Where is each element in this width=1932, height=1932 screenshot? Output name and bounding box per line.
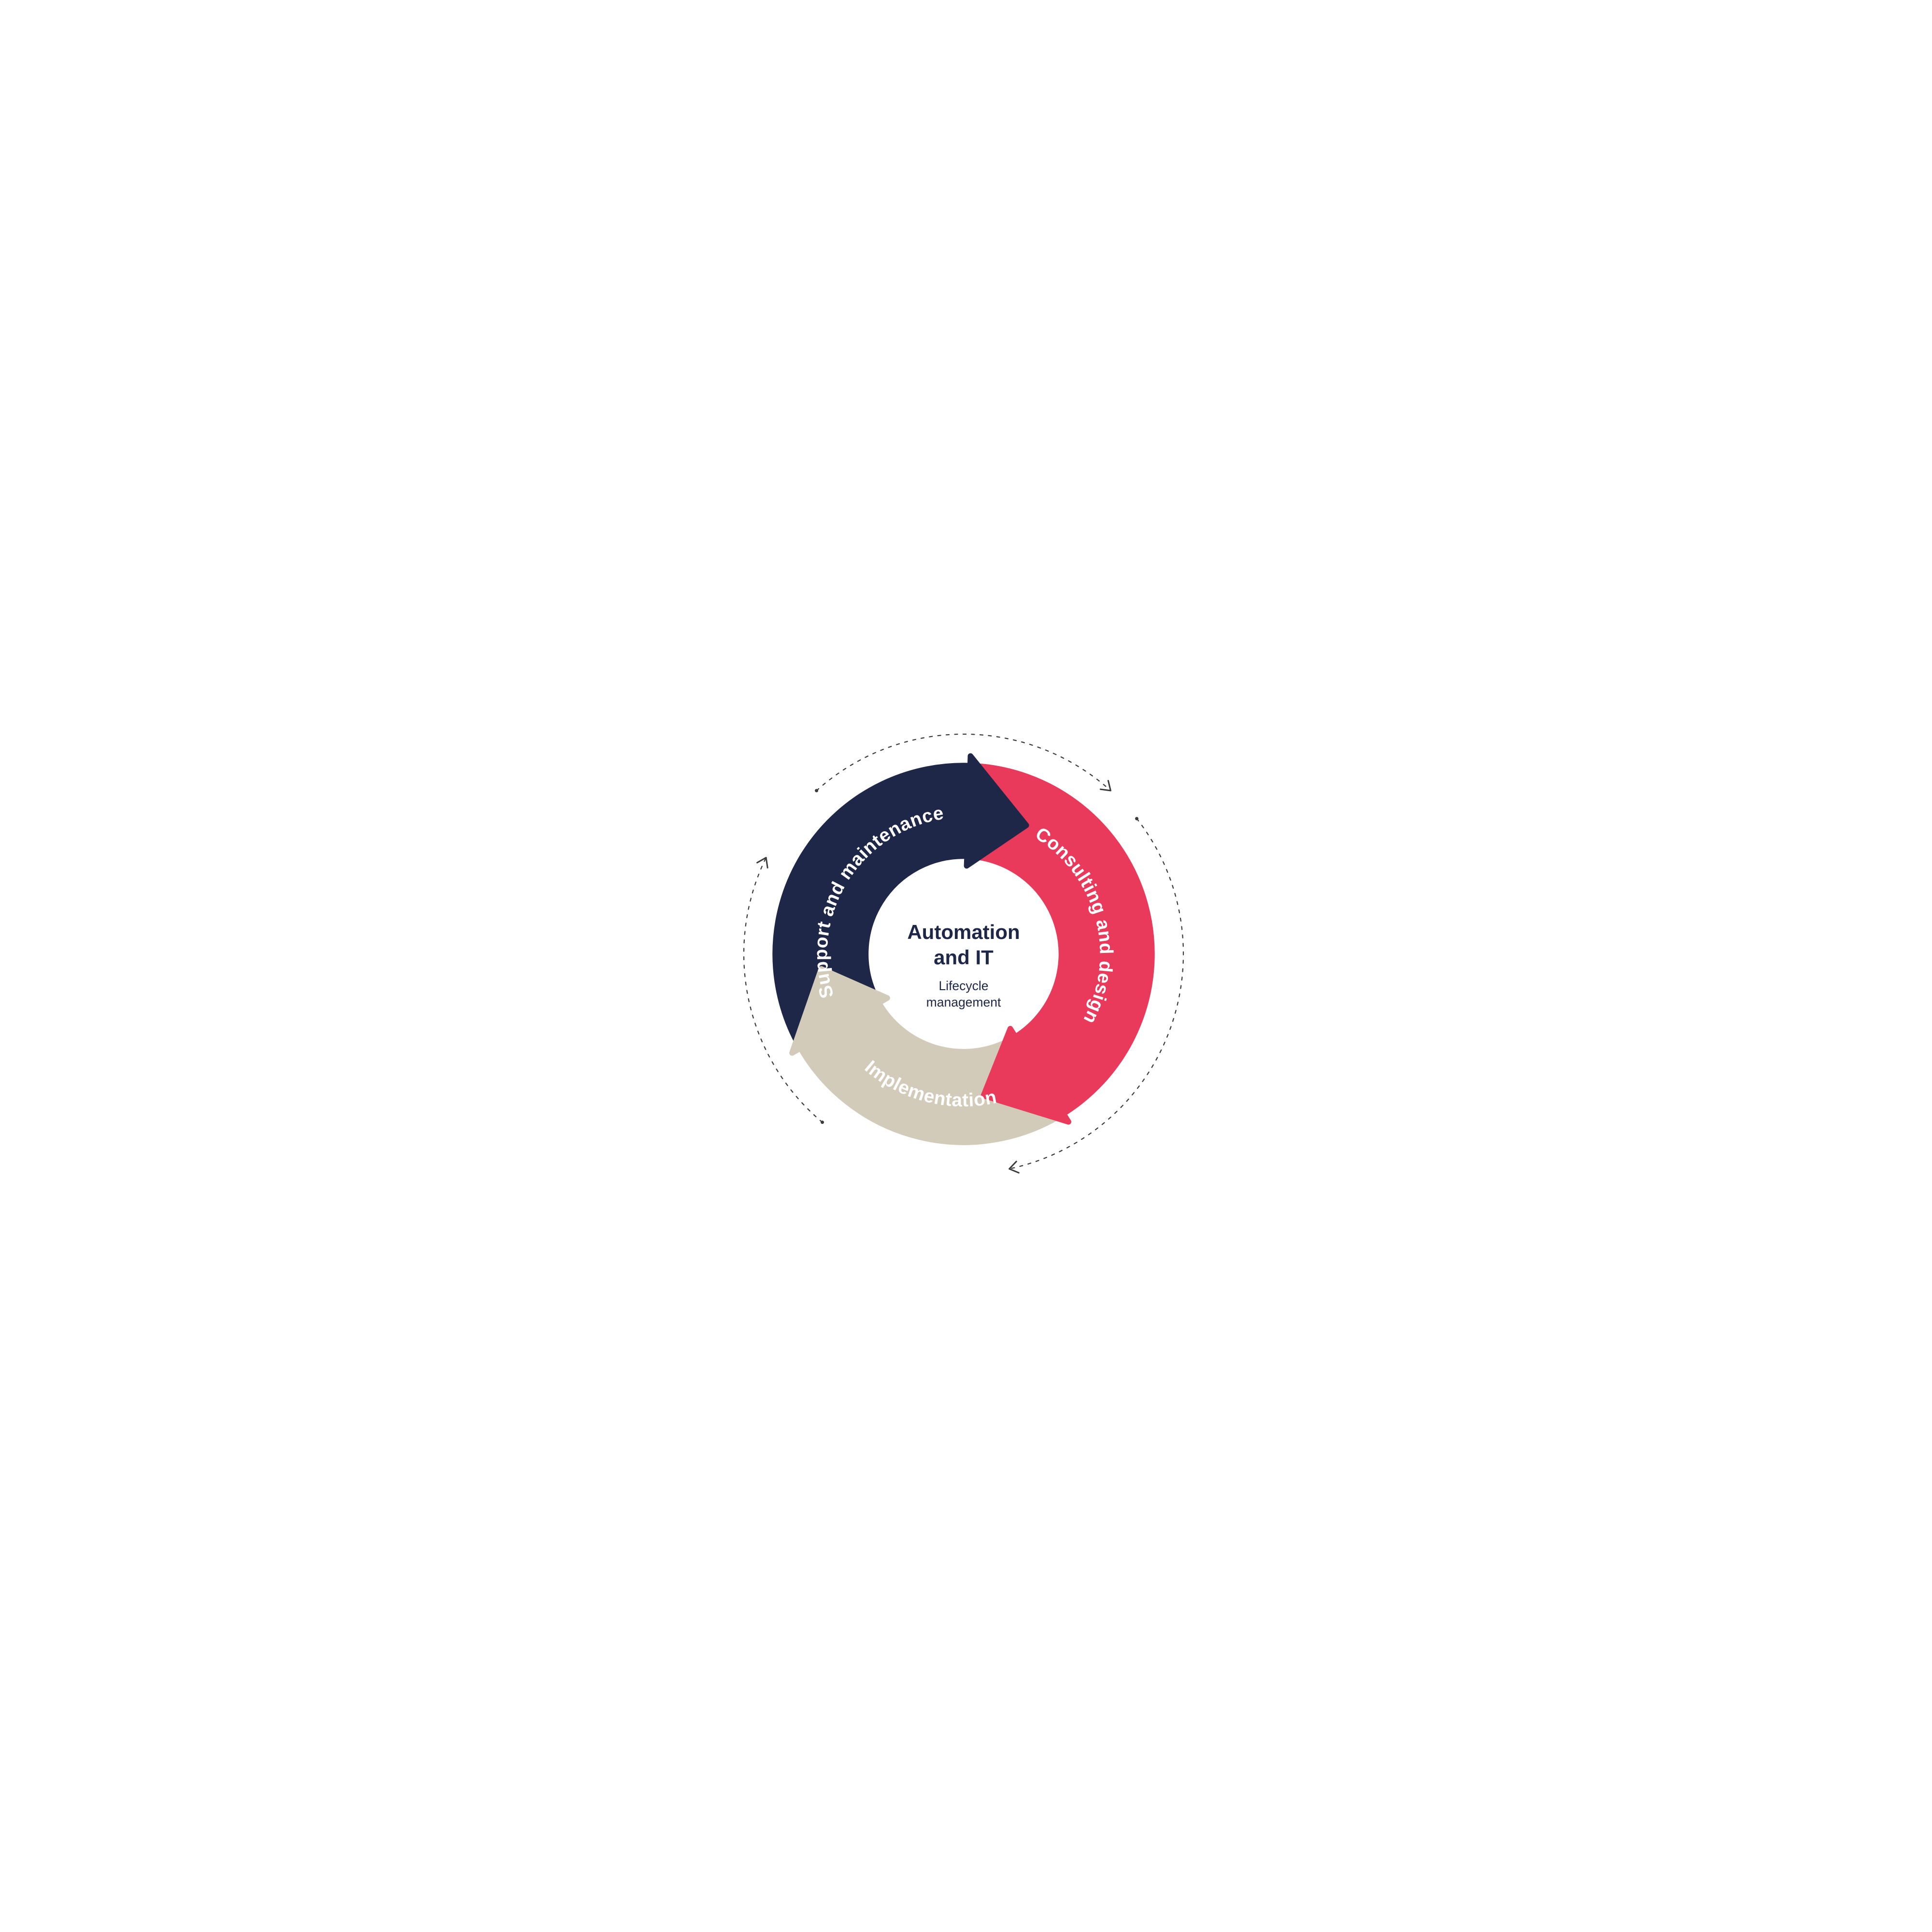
dashed-arc-top bbox=[816, 733, 1111, 791]
dashed-arc-top-arrowhead bbox=[1099, 780, 1111, 792]
dashed-guide-arc-right bbox=[1009, 817, 1184, 1174]
dashed-arc-right-start-dot bbox=[1135, 817, 1139, 821]
center-title-line1: Automation bbox=[907, 921, 1020, 943]
lifecycle-diagram: Support and maintenance Consulting and d… bbox=[724, 724, 1208, 1208]
dashed-arc-left-arrowhead bbox=[756, 857, 768, 869]
dashed-guide-arc-left bbox=[743, 857, 824, 1124]
dashed-arc-top-start-dot bbox=[815, 789, 819, 793]
dashed-arc-right bbox=[1009, 818, 1184, 1170]
center-title-line2: and IT bbox=[934, 946, 994, 968]
center-subtitle-line1: Lifecycle bbox=[938, 979, 988, 993]
arc-segment-support bbox=[772, 753, 1029, 1045]
dashed-arc-left bbox=[743, 857, 823, 1123]
center-subtitle-line2: management bbox=[926, 995, 1001, 1009]
dashed-arc-right-arrowhead bbox=[1009, 1161, 1020, 1174]
arrowhead-implementation-overlay bbox=[789, 966, 890, 1056]
arc-segment-consulting bbox=[964, 763, 1155, 1125]
dashed-arc-left-start-dot bbox=[821, 1121, 824, 1124]
dashed-guide-arc-top bbox=[815, 733, 1111, 793]
diagram-canvas: Support and maintenance Consulting and d… bbox=[743, 733, 1184, 1174]
